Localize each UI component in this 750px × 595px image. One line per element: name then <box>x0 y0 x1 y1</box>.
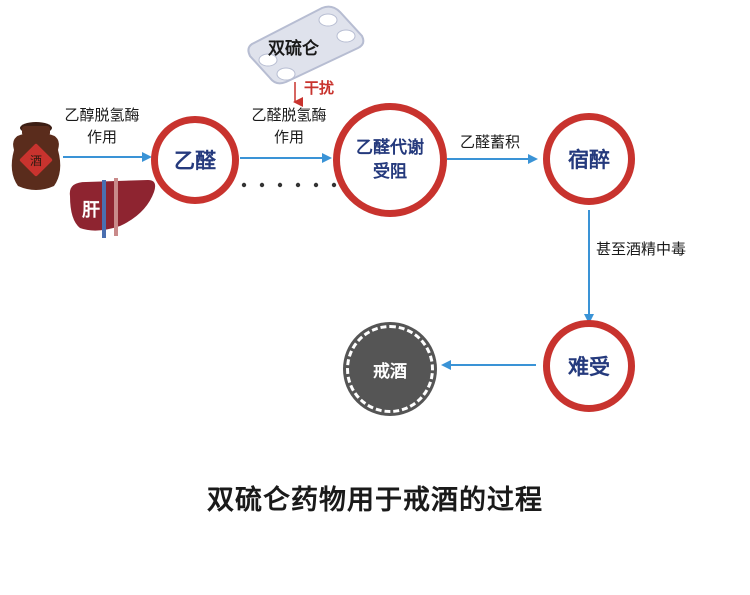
node-acetaldehyde-label: 乙醛 <box>174 145 216 175</box>
node-hangover-label: 宿醉 <box>568 144 610 174</box>
edge-label-line: 乙醛脱氢酶 <box>234 104 344 126</box>
interference-label: 干扰 <box>304 77 334 98</box>
diagram-caption: 双硫仑药物用于戒酒的过程 <box>0 478 750 517</box>
liver-label: 肝 <box>82 196 100 222</box>
edge-label-accumulation: 乙醛蓄积 <box>445 131 535 153</box>
svg-text:酒: 酒 <box>30 154 42 168</box>
dotted-line <box>242 183 336 187</box>
node-blocked-line: 乙醛代谢 <box>356 136 424 160</box>
edge-label-line: 作用 <box>234 126 344 148</box>
node-metabolism-blocked: 乙醛代谢 受阻 <box>333 103 447 217</box>
node-acetaldehyde: 乙醛 <box>151 116 239 204</box>
node-discomfort: 难受 <box>543 320 635 412</box>
node-discomfort-label: 难受 <box>568 351 610 381</box>
node-blocked-line: 受阻 <box>356 160 424 184</box>
node-hangover: 宿醉 <box>543 113 635 205</box>
node-quit-drinking: 戒酒 <box>346 325 434 413</box>
edge-label-poisoning: 甚至酒精中毒 <box>596 238 716 260</box>
edge-label-line: 乙醇脱氢酶 <box>52 104 152 126</box>
node-quit-label: 戒酒 <box>373 357 407 382</box>
drug-label: 双硫仑 <box>268 34 319 59</box>
edge-label-alcohol-dh: 乙醇脱氢酶 作用 <box>52 104 152 148</box>
edge-label-line: 作用 <box>52 126 152 148</box>
edge-label-aldehyde-dh: 乙醛脱氢酶 作用 <box>234 104 344 148</box>
